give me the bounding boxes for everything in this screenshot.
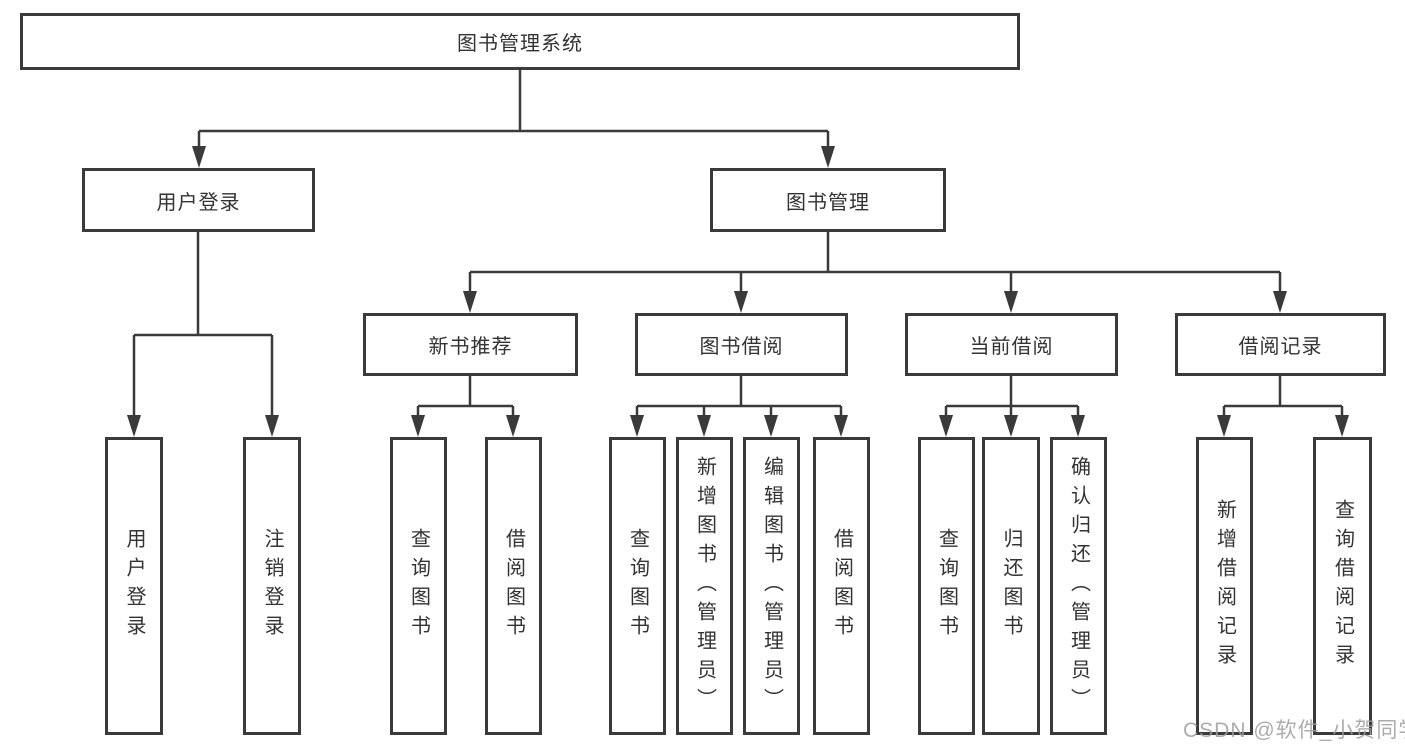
leaf-query-books-borrow: 查询图书 [609,437,666,735]
leaf-borrow-books-borrow-label: 借阅图书 [830,528,853,644]
connector-current-borrow-branch [939,376,1085,437]
leaf-return-books-label: 归还图书 [1000,528,1022,644]
arrowhead [821,146,835,168]
arrowhead [506,415,520,437]
node-user-login: 用户登录 [82,168,315,232]
arrowhead [1217,415,1231,437]
leaf-query-books-current: 查询图书 [918,437,975,735]
arrowhead [127,415,141,437]
leaf-query-books-current-label: 查询图书 [935,528,958,644]
node-borrow-records-label: 借阅记录 [1238,336,1323,358]
leaf-add-books: 新增图书（管理员） [676,437,733,735]
connector-new-book-rec-branch [411,376,520,437]
node-book-mgmt-label: 图书管理 [786,191,870,214]
connector-user-login-branch [127,232,279,437]
node-root-label: 图书管理系统 [457,33,583,55]
leaf-edit-books: 编辑图书（管理员） [743,437,800,735]
connector-borrow-records-branch [1217,376,1349,437]
arrowhead [192,146,206,168]
arrowhead [1004,291,1018,313]
arrowhead [734,291,748,313]
node-current-borrow: 当前借阅 [905,313,1118,376]
leaf-user-login-label: 用户登录 [123,528,145,644]
leaf-borrow-books-borrow: 借阅图书 [813,437,870,735]
leaf-query-borrow-record-label: 查询借阅记录 [1331,499,1354,673]
leaf-user-login: 用户登录 [105,437,163,735]
arrowhead [1273,291,1287,313]
node-new-book-rec-label: 新书推荐 [428,336,513,358]
leaf-add-books-label: 新增图书（管理员） [693,455,716,717]
leaf-return-books: 归还图书 [982,437,1040,735]
leaf-query-books-rec: 查询图书 [390,437,447,735]
leaf-confirm-return: 确认归还（管理员） [1050,437,1107,735]
leaf-edit-books-label: 编辑图书（管理员） [760,455,783,717]
node-book-mgmt: 图书管理 [710,168,946,232]
node-root: 图书管理系统 [20,13,1020,70]
leaf-logout-label: 注销登录 [261,528,283,644]
leaf-logout: 注销登录 [243,437,301,735]
node-book-borrow: 图书借阅 [635,313,848,376]
arrowhead [1071,415,1085,437]
arrowhead [834,415,848,437]
leaf-borrow-books-rec-label: 借阅图书 [502,528,525,644]
arrowhead [265,415,279,437]
arrowhead [1004,415,1018,437]
connector-root-to-level2 [192,70,835,168]
arrowhead [1335,415,1349,437]
node-current-borrow-label: 当前借阅 [969,336,1054,358]
leaf-query-books-rec-label: 查询图书 [407,528,430,644]
arrowhead [411,415,425,437]
leaf-query-books-borrow-label: 查询图书 [626,528,649,644]
arrowhead [697,415,711,437]
leaf-confirm-return-label: 确认归还（管理员） [1067,455,1090,717]
arrowhead [764,415,778,437]
leaf-add-borrow-record: 新增借阅记录 [1196,437,1253,735]
leaf-borrow-books-rec: 借阅图书 [485,437,542,735]
arrowhead [463,291,477,313]
node-book-borrow-label: 图书借阅 [699,336,784,358]
node-user-login-label: 用户登录 [156,191,241,214]
node-borrow-records: 借阅记录 [1175,313,1386,376]
csdn-watermark: CSDN @软件_小贺同学 [1183,719,1405,742]
connector-book-borrow-branch [630,376,848,437]
node-new-book-rec: 新书推荐 [363,313,578,376]
leaf-add-borrow-record-label: 新增借阅记录 [1213,499,1236,673]
arrowhead [939,415,953,437]
leaf-query-borrow-record: 查询借阅记录 [1313,437,1372,735]
arrowhead [630,415,644,437]
connector-book-mgmt-branch [463,232,1287,313]
